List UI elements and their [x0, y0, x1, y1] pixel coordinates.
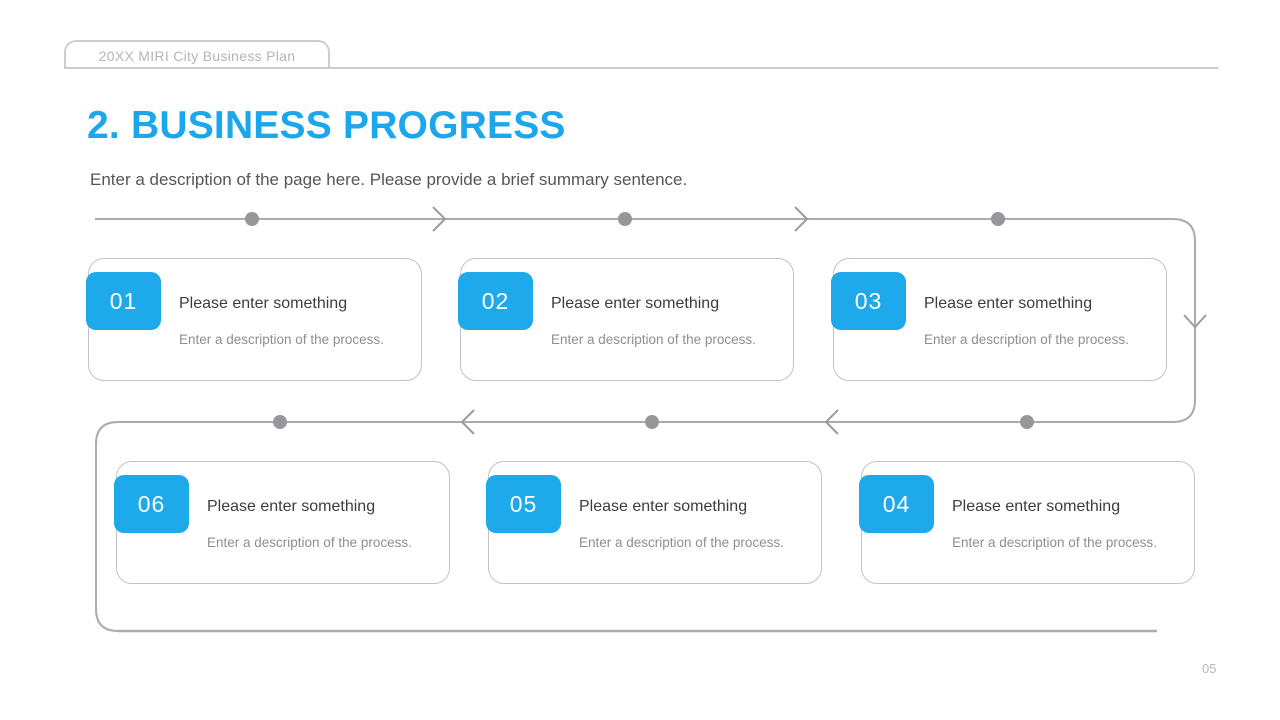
step-description: Enter a description of the process. [207, 535, 412, 550]
step-title: Please enter something [551, 295, 720, 312]
arrow-left-icon [460, 409, 475, 435]
step-description: Enter a description of the process. [952, 535, 1157, 550]
step-number-badge: 01 [86, 272, 161, 330]
arrow-right-icon [794, 206, 809, 232]
step-description: Enter a description of the process. [551, 332, 756, 347]
step-card-03: 03 Please enter something Enter a descri… [831, 258, 1167, 381]
step-title: Please enter something [579, 498, 748, 515]
step-description: Enter a description of the process. [924, 332, 1129, 347]
step-title: Please enter something [952, 498, 1121, 515]
arrow-right-icon [432, 206, 447, 232]
step-number-badge: 03 [831, 272, 906, 330]
step-number-badge: 02 [458, 272, 533, 330]
arrow-down-icon [1183, 314, 1207, 329]
step-description: Enter a description of the process. [179, 332, 384, 347]
step-card-05: 05 Please enter something Enter a descri… [486, 461, 822, 584]
flow-dot [645, 415, 659, 429]
page-title: 2. BUSINESS PROGRESS [87, 104, 566, 147]
step-card-06: 06 Please enter something Enter a descri… [114, 461, 450, 584]
step-title: Please enter something [207, 498, 376, 515]
page-number: 05 [1202, 661, 1217, 676]
header-rule [64, 67, 1218, 69]
header-tab: 20XX MIRI City Business Plan [64, 40, 330, 69]
arrow-left-icon [824, 409, 839, 435]
step-title: Please enter something [924, 295, 1093, 312]
step-title: Please enter something [179, 295, 348, 312]
step-card-04: 04 Please enter something Enter a descri… [859, 461, 1195, 584]
step-card-02: 02 Please enter something Enter a descri… [458, 258, 794, 381]
step-number-badge: 04 [859, 475, 934, 533]
step-number-badge: 06 [114, 475, 189, 533]
flow-dot [273, 415, 287, 429]
page-subtitle: Enter a description of the page here. Pl… [90, 170, 688, 189]
step-number-badge: 05 [486, 475, 561, 533]
header-tab-label: 20XX MIRI City Business Plan [98, 47, 296, 64]
flow-dot [991, 212, 1005, 226]
flow-dot [1020, 415, 1034, 429]
step-description: Enter a description of the process. [579, 535, 784, 550]
flow-dot [618, 212, 632, 226]
step-card-01: 01 Please enter something Enter a descri… [86, 258, 422, 381]
flow-dot [245, 212, 259, 226]
